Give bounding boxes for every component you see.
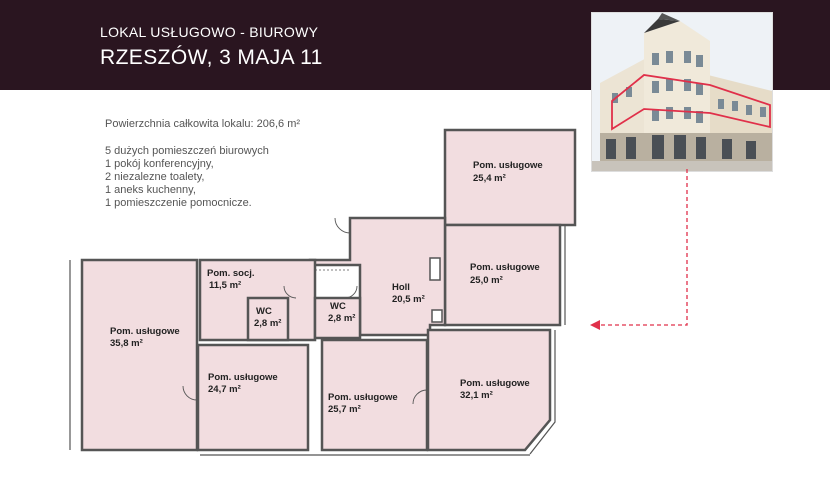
room-polygon (313, 296, 362, 340)
room-name: Pom. usługowe (460, 378, 530, 389)
room-name: Pom. usługowe (110, 326, 180, 337)
info-line: 2 niezalezne toalety, (105, 171, 205, 183)
room-name: Holl (392, 282, 410, 293)
info-line: 1 aneks kuchenny, (105, 184, 196, 196)
room-name: Pom. usługowe (328, 392, 398, 403)
building-illustration (592, 13, 772, 171)
building-photo (591, 12, 773, 172)
room-area: 32,1 m² (460, 390, 493, 401)
room-polygon (246, 296, 290, 342)
room-area: 25,4 m² (473, 173, 506, 184)
room-area: 2,8 m² (254, 318, 281, 329)
room-area: 35,8 m² (110, 338, 143, 349)
room-area: 20,5 m² (392, 294, 425, 305)
room-name: Pom. usługowe (208, 372, 278, 383)
room-area: 11,5 m² (209, 280, 241, 291)
info-line: 5 dużych pomieszczeń biurowych (105, 145, 269, 157)
pointer-arrow (590, 169, 688, 330)
property-description: Powierzchnia całkowita lokalu: 206,6 m² … (105, 118, 300, 210)
total-area-text: Powierzchnia całkowita lokalu: 206,6 m² (105, 118, 301, 130)
room-polygon (443, 223, 562, 327)
room-area: 2,8 m² (328, 313, 355, 324)
room-polygon (196, 343, 310, 452)
info-line: 1 pomieszczenie pomocnicze. (105, 197, 252, 209)
floor-plan: Pom. usługowe 25,4 m² Pom. usługowe 25,0… (69, 128, 577, 456)
room-polygon (80, 258, 199, 452)
room-area: 25,0 m² (470, 275, 503, 286)
room-label-group: Pom. usługowe 25,4 m² Pom. usługowe 25,0… (110, 160, 543, 415)
listing-title: RZESZÓW, 3 MAJA 11 (100, 46, 323, 69)
room-polygon (426, 328, 552, 452)
room-polygon (443, 128, 577, 227)
listing-subtitle: LOKAL USŁUGOWO - BIUROWY (100, 24, 319, 40)
info-line: 1 pokój konferencyjny, (105, 158, 214, 170)
room-area: 24,7 m² (208, 384, 241, 395)
room-name: Pom. socj. (207, 268, 255, 279)
room-polygon (320, 338, 429, 452)
room-area: 25,7 m² (328, 404, 361, 415)
room-name: WC (330, 301, 346, 312)
room-name: Pom. usługowe (470, 262, 540, 273)
room-name: WC (256, 306, 272, 317)
room-name: Pom. usługowe (473, 160, 543, 171)
